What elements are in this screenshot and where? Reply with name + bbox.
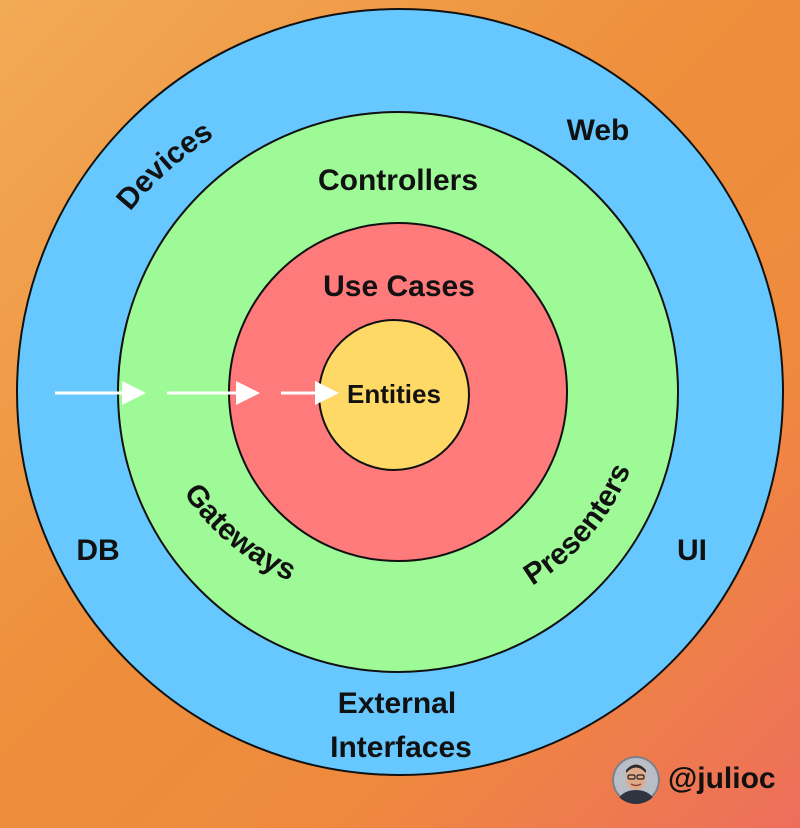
author-handle: @julioc: [668, 762, 776, 795]
label-entities: Entities: [347, 379, 441, 409]
label-external: External: [338, 687, 456, 720]
label-controllers: Controllers: [318, 164, 478, 197]
label-ui: UI: [677, 534, 707, 567]
label-web: Web: [567, 114, 630, 147]
label-db: DB: [76, 534, 119, 567]
label-interfaces: Interfaces: [330, 731, 472, 764]
user-avatar-icon: [612, 756, 660, 804]
label-use-cases: Use Cases: [323, 270, 475, 303]
